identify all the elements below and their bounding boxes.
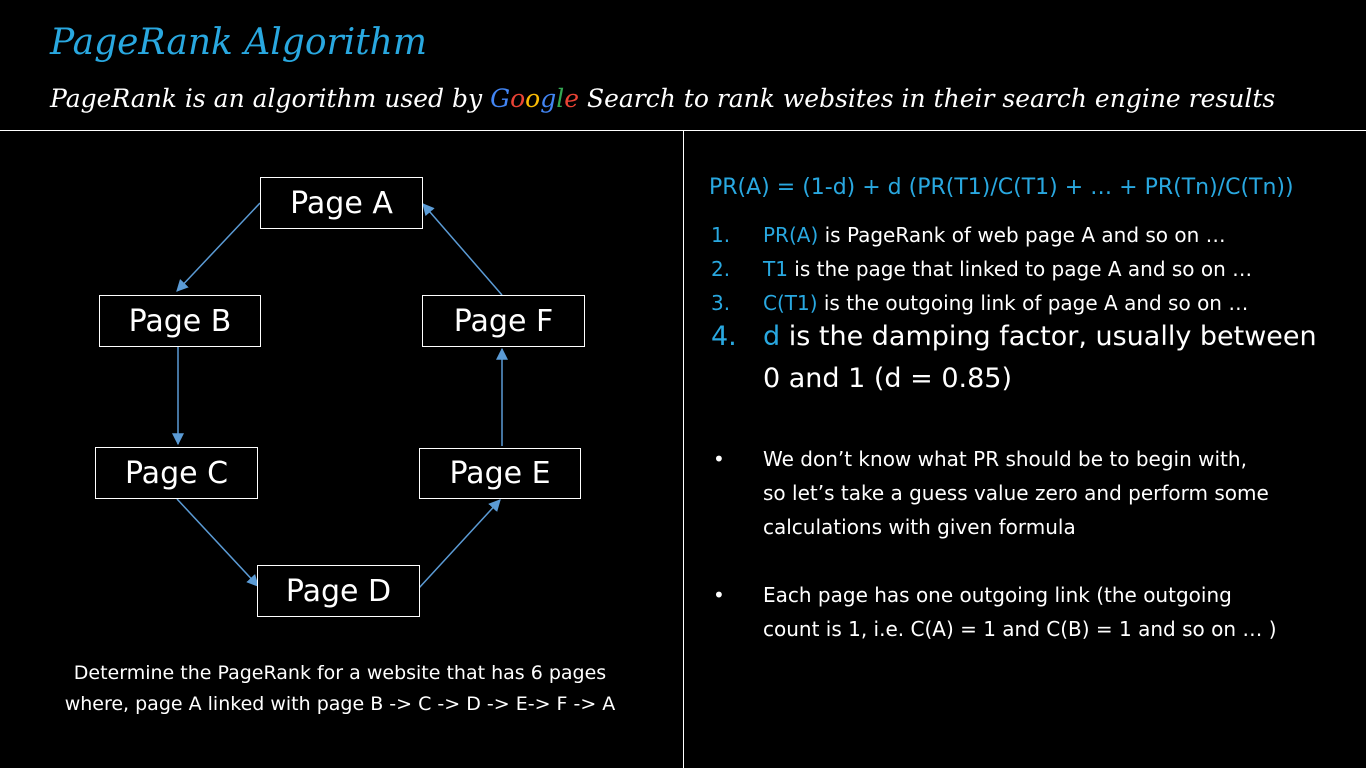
- definition-term: T1: [763, 257, 788, 281]
- arrow-f-to-a: [422, 203, 503, 296]
- google-letter: e: [564, 84, 579, 113]
- header-divider: [0, 130, 1366, 131]
- page-title: PageRank Algorithm: [50, 22, 427, 63]
- definition-number: 4.: [711, 321, 737, 352]
- definition-term: PR(A): [763, 223, 819, 247]
- note-item: • We don’t know what PR should be to beg…: [711, 442, 1341, 552]
- google-letter: g: [540, 84, 557, 113]
- bullet-icon: •: [713, 583, 725, 607]
- note-line: We don’t know what PR should be to begin…: [763, 447, 1247, 471]
- definition-text: is the damping factor, usually between: [780, 321, 1317, 352]
- definition-text: 0 and 1 (d = 0.85): [763, 363, 1013, 394]
- node-page-f: Page F: [422, 295, 585, 347]
- diagram-caption: Determine the PageRank for a website tha…: [40, 658, 640, 720]
- google-letter: o: [525, 84, 541, 113]
- link-diagram: Page A Page B Page C Page D Page E Page …: [0, 131, 683, 768]
- note-line: calculations with given formula: [763, 515, 1076, 539]
- arrow-d-to-e: [418, 499, 501, 589]
- caption-line: where, page A linked with page B -> C ->…: [64, 693, 616, 715]
- google-letter: l: [556, 84, 565, 113]
- definition-text: is the outgoing link of page A and so on…: [817, 291, 1249, 315]
- definition-number: 1.: [711, 223, 731, 247]
- node-page-a: Page A: [260, 177, 423, 229]
- bullet-icon: •: [713, 447, 725, 471]
- page-subtitle: PageRank is an algorithm used by Google …: [50, 84, 1275, 113]
- arrow-c-to-d: [176, 498, 259, 587]
- definition-text: is PageRank of web page A and so on …: [818, 223, 1226, 247]
- pagerank-formula: PR(A) = (1-d) + d (PR(T1)/C(T1) + … + PR…: [709, 175, 1294, 200]
- definition-number: 3.: [711, 291, 731, 315]
- definition-text: is the page that linked to page A and so…: [787, 257, 1253, 281]
- definition-term: C(T1): [763, 291, 818, 315]
- google-letter: o: [510, 84, 526, 113]
- explanation-panel: PR(A) = (1-d) + d (PR(T1)/C(T1) + … + PR…: [683, 131, 1366, 768]
- subtitle-text-after: Search to rank websites in their search …: [579, 84, 1276, 113]
- definition-term: d: [763, 321, 781, 352]
- node-page-b: Page B: [99, 295, 261, 347]
- subtitle-text-before: PageRank is an algorithm used by: [50, 84, 491, 113]
- node-page-d: Page D: [257, 565, 420, 617]
- google-letter: G: [490, 84, 511, 113]
- note-line: so let’s take a guess value zero and per…: [763, 481, 1269, 505]
- arrow-a-to-b: [176, 202, 261, 292]
- definition-number: 2.: [711, 257, 731, 281]
- caption-line: Determine the PageRank for a website tha…: [73, 662, 607, 684]
- node-page-e: Page E: [419, 448, 581, 499]
- column-divider: [683, 131, 684, 768]
- google-logo-text: Google: [490, 84, 579, 113]
- note-line: count is 1, i.e. C(A) = 1 and C(B) = 1 a…: [763, 617, 1277, 641]
- note-item: • Each page has one outgoing link (the o…: [711, 578, 1341, 650]
- node-page-c: Page C: [95, 447, 258, 499]
- note-line: Each page has one outgoing link (the out…: [763, 583, 1232, 607]
- diagram-arrows: [172, 202, 508, 589]
